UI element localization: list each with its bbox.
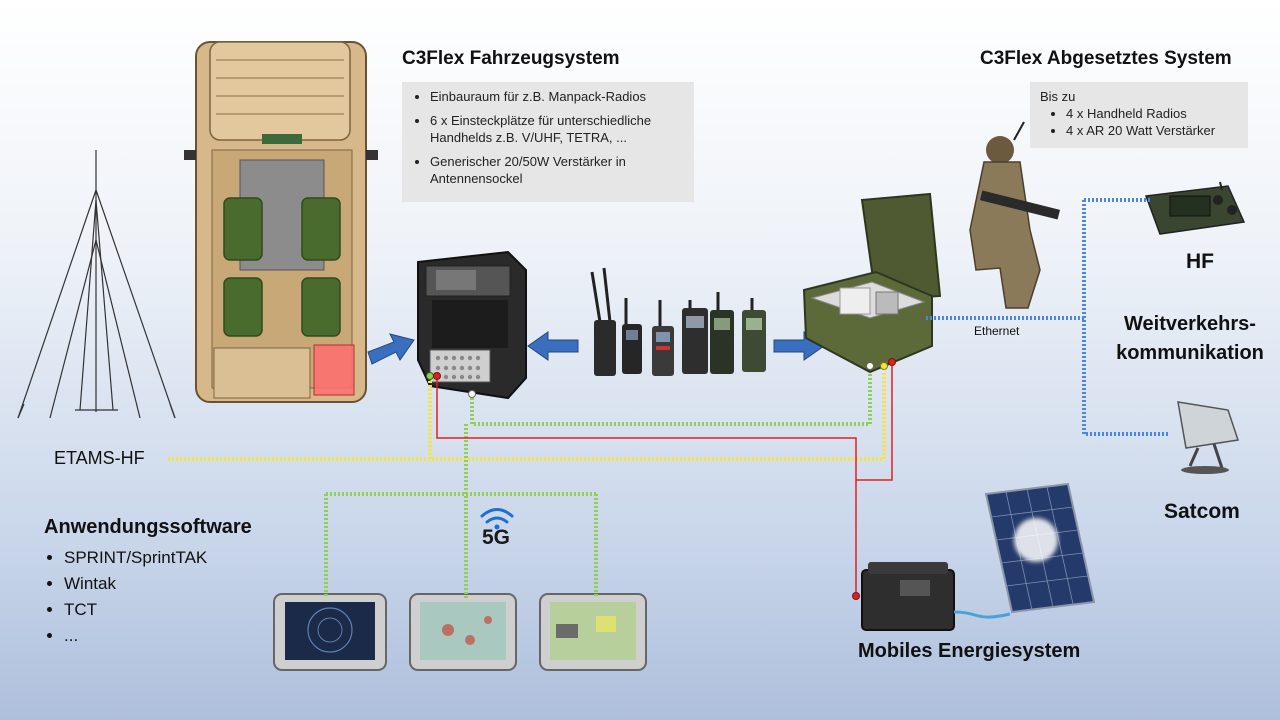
remote-system-title: C3Flex Abgesetztes System: [980, 48, 1232, 69]
connector-dots: [426, 358, 896, 600]
remote-system-case: [802, 192, 942, 374]
remote-intro: Bis zu: [1040, 89, 1076, 104]
vehicle-feature-item: Einbauraum für z.B. Manpack-Radios: [430, 88, 684, 105]
ethernet-line-blue: [926, 198, 1168, 436]
vehicle-system-features: Einbauraum für z.B. Manpack-Radios 6 x E…: [402, 82, 694, 202]
ethernet-label: Ethernet: [974, 324, 1020, 338]
remote-feature-item: 4 x AR 20 Watt Verstärker: [1066, 122, 1238, 139]
satcom-terminal: [1177, 401, 1239, 474]
software-item: ...: [64, 623, 252, 649]
etams-hf-label: ETAMS-HF: [54, 448, 145, 468]
remote-feature-item: 4 x Handheld Radios: [1066, 105, 1238, 122]
remote-system-features: Bis zu 4 x Handheld Radios 4 x AR 20 Wat…: [1030, 82, 1248, 148]
solar-panel: [984, 482, 1096, 614]
vehicle-feature-item: 6 x Einsteckplätze für unterschiedliche …: [430, 112, 684, 146]
software-item: Wintak: [64, 571, 252, 597]
handheld-radios: [590, 267, 766, 376]
tablet-1: [273, 593, 387, 671]
etams-hf-line: [168, 372, 886, 461]
tablet-2: [409, 593, 517, 671]
power-line-red: [436, 366, 893, 596]
software-item: SPRINT/SprintTAK: [64, 545, 252, 571]
power-station: [861, 562, 1011, 631]
vehicle-system-title: C3Flex Fahrzeugsystem: [402, 48, 620, 69]
hf-radio-device: [1144, 181, 1246, 235]
vehicle-feature-item: Generischer 20/50W Verstärker in Antenne…: [430, 153, 684, 187]
software-item: TCT: [64, 597, 252, 623]
wifi-icon: [480, 508, 514, 530]
arrow-vehicle-to-hub: [367, 333, 415, 365]
hf-label: HF: [1186, 250, 1214, 273]
long-range-label: Weitverkehrs-kommunikation: [1116, 313, 1264, 364]
satcom-label: Satcom: [1164, 500, 1240, 523]
fiveg-label: 5G: [482, 526, 511, 549]
tablet-3: [539, 593, 647, 671]
network-line-green: [324, 372, 872, 598]
software-section: Anwendungssoftware SPRINT/SprintTAK Wint…: [44, 516, 252, 649]
vehicle-topview: [184, 41, 378, 403]
soldier-figure: [969, 121, 1061, 309]
hf-antenna-mast: [17, 150, 176, 419]
energy-system-label: Mobiles Energiesystem: [858, 640, 1081, 662]
software-title: Anwendungssoftware: [44, 516, 252, 538]
arrow-radios-to-hub: [527, 331, 579, 361]
radio-hub-rack: [417, 250, 527, 400]
